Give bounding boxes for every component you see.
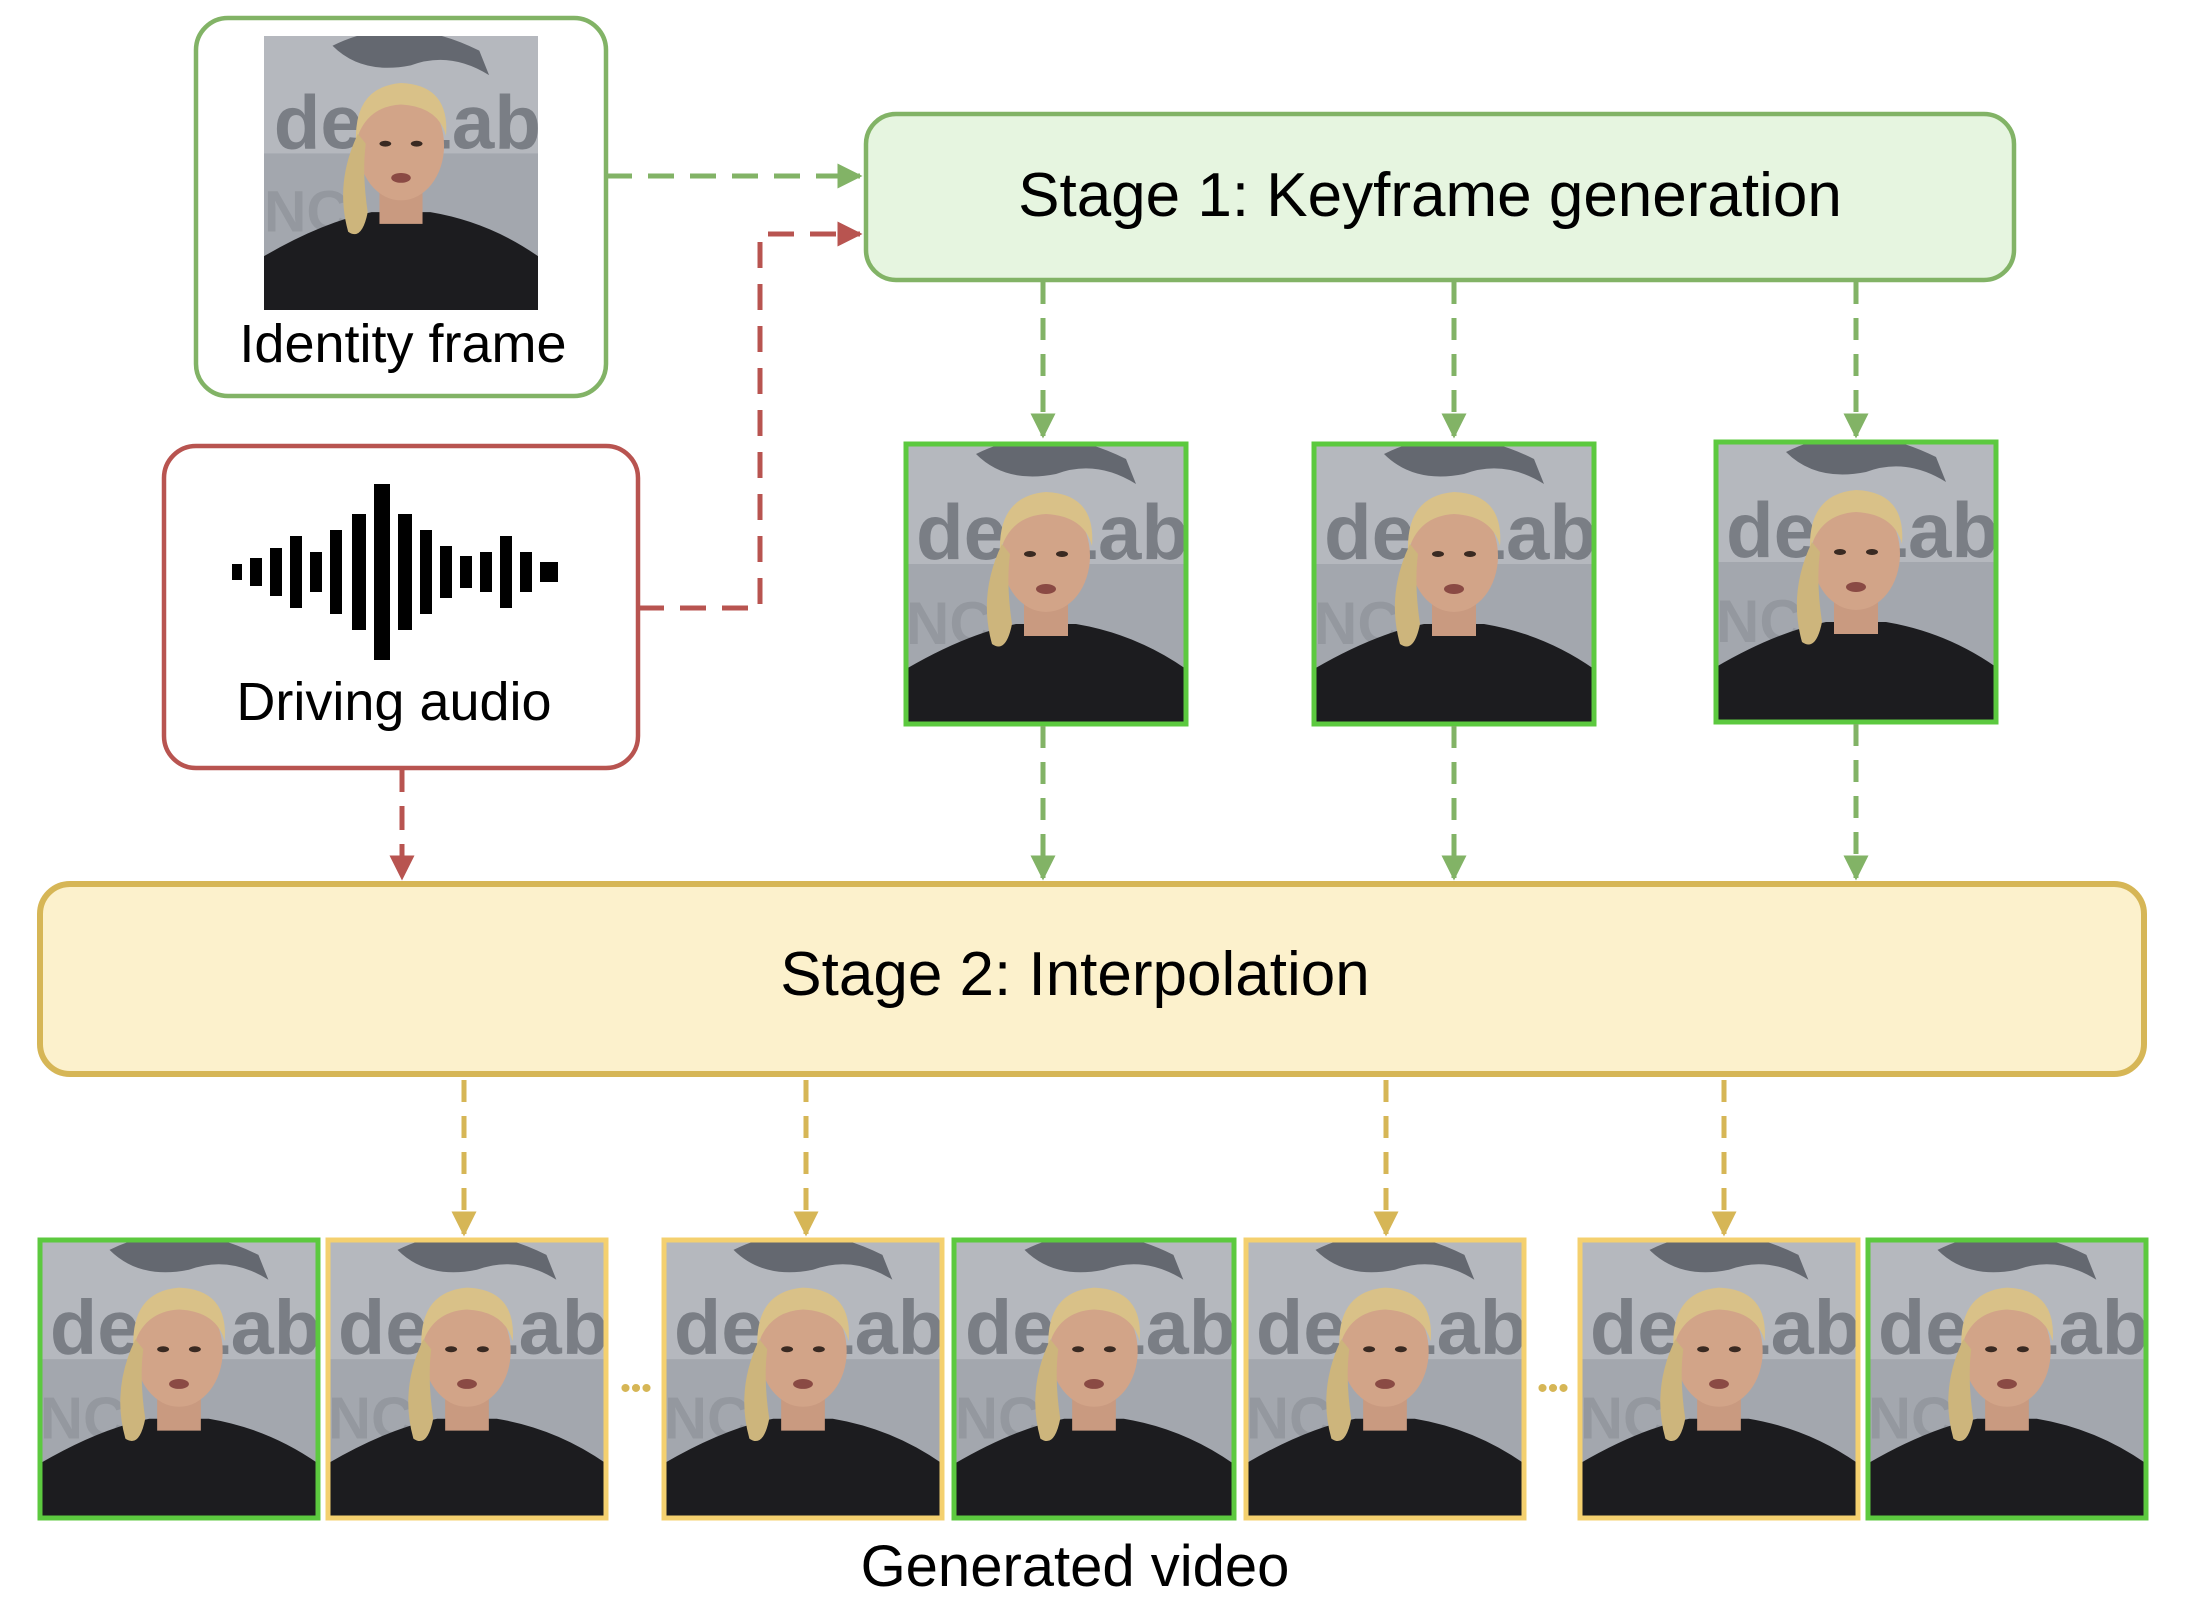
keyframe-1	[903, 441, 1189, 727]
connector-audio-to-stage1	[638, 221, 863, 611]
video-frame-2-interpolated	[325, 1237, 609, 1521]
identity-frame-label: Identity frame	[239, 314, 566, 374]
stage1-label: Stage 1: Keyframe generation	[1018, 161, 1842, 230]
keyframes-row	[903, 439, 1999, 727]
video-frame-3-interpolated	[661, 1237, 945, 1521]
video-ellipsis-1: •••	[620, 1372, 652, 1405]
keyframe-2	[1311, 441, 1597, 727]
connectors-keyframes-to-stage2	[1030, 724, 1869, 881]
connectors-stage1-to-keyframes	[1030, 282, 1869, 439]
video-frame-6-interpolated	[1577, 1237, 1861, 1521]
connectors-stage2-to-video	[451, 1080, 1737, 1237]
stage1-box: Stage 1: Keyframe generation	[863, 111, 2017, 283]
identity-photo	[264, 36, 538, 310]
video-frame-4-keyframe	[951, 1237, 1237, 1521]
video-frame-1-keyframe	[37, 1237, 321, 1521]
identity-frame-box: Identity frame	[193, 15, 609, 399]
stage2-label: Stage 2: Interpolation	[780, 940, 1369, 1009]
driving-audio-box: Driving audio	[161, 443, 641, 771]
stage2-box: Stage 2: Interpolation	[37, 881, 2147, 1077]
video-frame-7-keyframe	[1865, 1237, 2149, 1521]
video-ellipsis-2: •••	[1537, 1372, 1569, 1405]
video-frame-5-interpolated	[1243, 1237, 1527, 1521]
keyframe-3	[1713, 439, 1999, 725]
generated-video-row: ••• •••	[37, 1237, 2149, 1521]
waveform-icon	[232, 484, 558, 660]
driving-audio-label: Driving audio	[236, 672, 551, 732]
generated-video-label: Generated video	[861, 1534, 1290, 1599]
